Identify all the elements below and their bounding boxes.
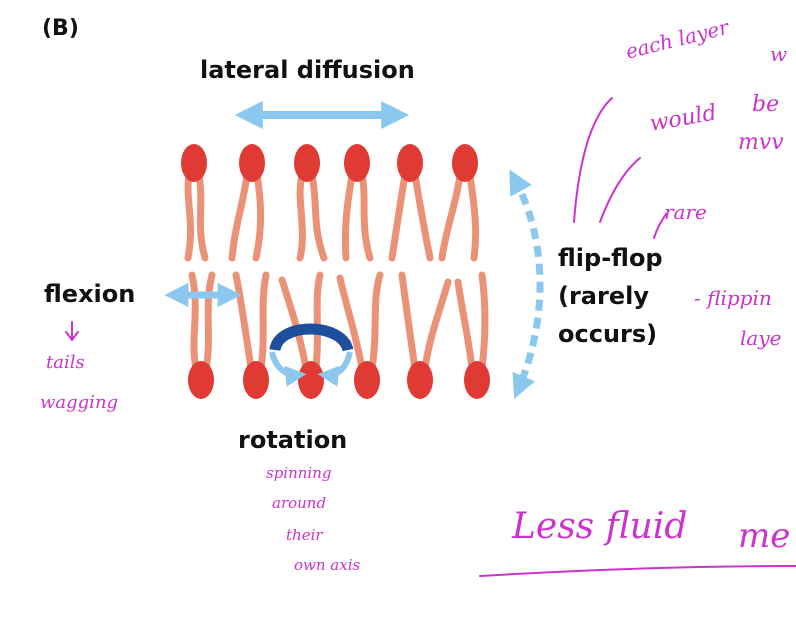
lateral-diffusion-label: lateral diffusion — [200, 56, 415, 84]
flip-flop-arrow — [509, 169, 544, 400]
bottom-leaflet-tails — [188, 271, 489, 372]
flip-flop-label-line3: occurs) — [558, 320, 658, 348]
top-leaflet-tails — [184, 171, 480, 262]
bottom-leaflet-heads — [188, 361, 490, 399]
handwritten-more: me — [738, 516, 791, 556]
annotation-strokes — [65, 97, 796, 577]
top-leaflet-heads — [181, 144, 478, 182]
handwritten-own-axis: own axis — [294, 556, 361, 574]
handwritten-be: be — [752, 92, 780, 117]
panel-label: (B) — [42, 16, 79, 41]
handwritten-flipping: - flippin — [694, 286, 772, 310]
handwritten-spinning: spinning — [266, 464, 332, 482]
handwritten-wagging: wagging — [40, 392, 119, 413]
handwritten-fragment-top-right: w — [770, 42, 788, 66]
handwritten-layer: laye — [740, 326, 782, 350]
handwritten-less-fluid: Less fluid — [512, 506, 688, 547]
handwritten-rare: rare — [664, 200, 707, 224]
handwritten-move: mvv — [738, 130, 784, 155]
rotation-dark-arc — [269, 323, 354, 353]
handwritten-tails: tails — [46, 352, 85, 373]
flip-flop-label-line2: (rarely — [558, 282, 649, 310]
flexion-label: flexion — [44, 280, 136, 308]
handwritten-their: their — [286, 526, 323, 544]
flip-flop-label: flip-flop — [558, 244, 663, 272]
rotation-light-arrow-right — [317, 351, 353, 387]
rotation-light-arrow-left — [269, 351, 307, 387]
handwritten-around: around — [272, 494, 327, 512]
rotation-label: rotation — [238, 426, 348, 454]
